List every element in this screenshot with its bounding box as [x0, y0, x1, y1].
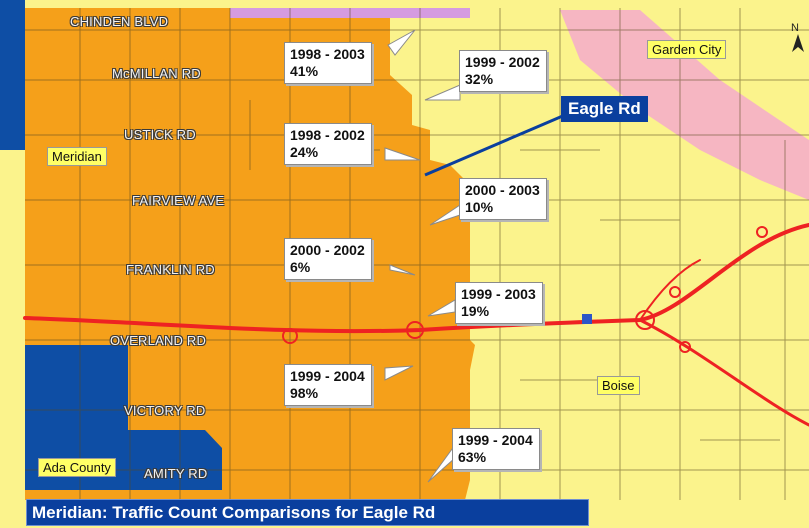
road-label-fairview-ave: FAIRVIEW AVE — [132, 193, 225, 208]
road-label-chinden-blvd: CHINDEN BLVD — [70, 14, 169, 29]
traffic-callout: 2000 - 2002 6% — [284, 238, 372, 280]
callout-change: 32% — [465, 71, 494, 87]
callout-period: 1998 - 2002 — [290, 127, 365, 143]
north-arrow-shape — [792, 34, 804, 52]
traffic-callout: 1999 - 2004 98% — [284, 364, 372, 406]
eagle-road-pointer-line — [424, 110, 573, 177]
interstate-shield-icon — [582, 314, 592, 324]
callout-change: 24% — [290, 144, 319, 160]
callout-change: 10% — [465, 199, 494, 215]
road-label-amity-rd: AMITY RD — [144, 466, 208, 481]
callout-period: 1999 - 2002 — [465, 54, 540, 70]
north-arrow-icon: N — [791, 22, 805, 54]
callout-change: 63% — [458, 449, 487, 465]
traffic-callout: 1999 - 2002 32% — [459, 50, 547, 92]
traffic-callout: 2000 - 2003 10% — [459, 178, 547, 220]
west-edge-region-top — [0, 0, 25, 150]
north-label: N — [791, 22, 799, 34]
traffic-callout: 1998 - 2002 24% — [284, 123, 372, 165]
road-label-ustick-rd: USTICK RD — [124, 127, 196, 142]
callout-change: 41% — [290, 63, 319, 79]
road-label-overland-rd: OVERLAND RD — [110, 333, 207, 348]
traffic-callout: 1999 - 2003 19% — [455, 282, 543, 324]
road-label-victory-rd: VICTORY RD — [124, 403, 206, 418]
callout-pointers — [384, 29, 461, 483]
road-label-mcmillan-rd: McMILLAN RD — [112, 66, 201, 81]
place-label-garden-city: Garden City — [647, 40, 727, 59]
callout-period: 1999 - 2004 — [290, 368, 365, 384]
place-label-meridian: Meridian — [47, 147, 107, 166]
traffic-callout: 1998 - 2003 41% — [284, 42, 372, 84]
callout-change: 98% — [290, 385, 319, 401]
interstate-freeway — [23, 223, 809, 427]
map-title-banner: Meridian: Traffic Count Comparisons for … — [26, 499, 589, 526]
callout-change: 19% — [461, 303, 490, 319]
eagle-rd-label: Eagle Rd — [561, 96, 648, 122]
callout-period: 2000 - 2003 — [465, 182, 540, 198]
place-label-boise: Boise — [597, 376, 640, 395]
ada-county-region — [25, 345, 222, 490]
garden-city-region — [560, 10, 809, 200]
road-label-franklin-rd: FRANKLIN RD — [126, 262, 215, 277]
callout-period: 1999 - 2004 — [458, 432, 533, 448]
traffic-callout: 1999 - 2004 63% — [452, 428, 540, 470]
callout-period: 1998 - 2003 — [290, 46, 365, 62]
callout-period: 2000 - 2002 — [290, 242, 365, 258]
callout-period: 1999 - 2003 — [461, 286, 536, 302]
callout-change: 6% — [290, 259, 311, 275]
place-label-ada-county: Ada County — [38, 458, 116, 477]
